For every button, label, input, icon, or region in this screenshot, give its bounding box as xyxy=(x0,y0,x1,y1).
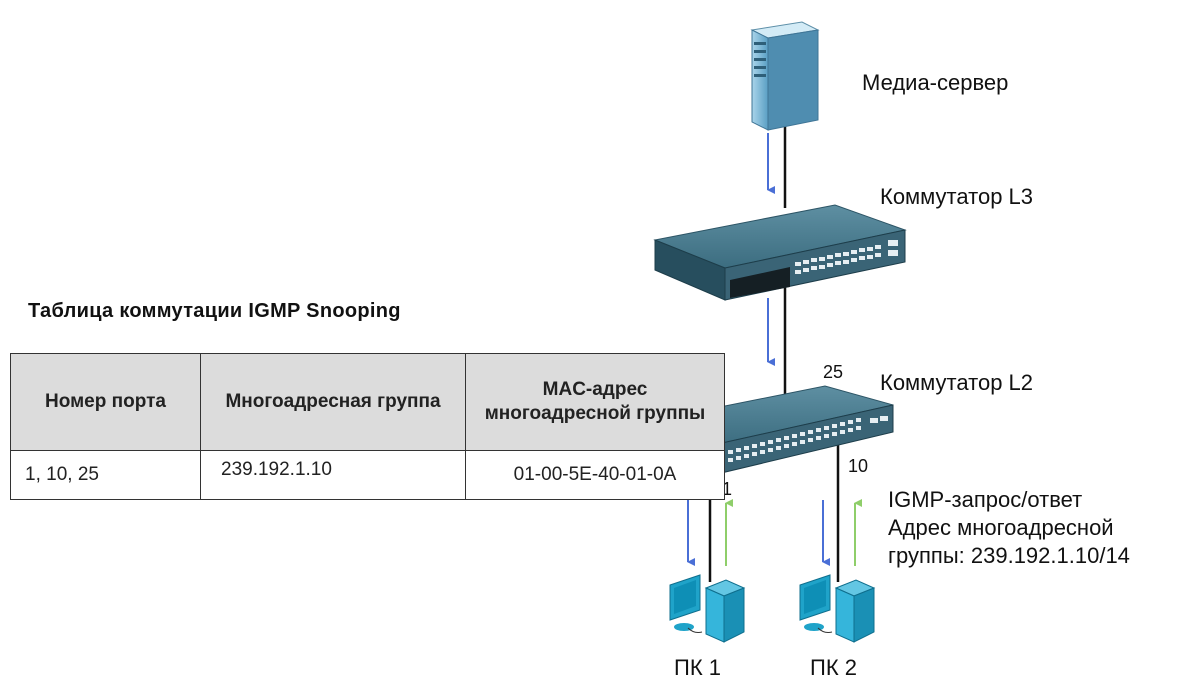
igmp-snooping-table: Номер порта Многоадресная группа MAC-адр… xyxy=(10,353,725,500)
switch-l3-label: Коммутатор L3 xyxy=(880,184,1034,209)
cell-group: 239.192.1.10 xyxy=(200,450,466,500)
cell-mac: 01-00-5E-40-01-0A xyxy=(465,450,725,500)
pc1-label: ПК 1 xyxy=(674,655,721,680)
pc2-label: ПК 2 xyxy=(810,655,857,680)
pc2-icon xyxy=(799,574,876,643)
table-title: Таблица коммутации IGMP Snooping xyxy=(28,300,401,322)
table-row: 1, 10, 25 239.192.1.10 01-00-5E-40-01-0A xyxy=(10,450,725,500)
port-1-label: 1 xyxy=(722,479,733,499)
switch-l2-label: Коммутатор L2 xyxy=(880,370,1034,395)
media-server-label: Медиа-сервер xyxy=(862,70,1009,95)
table-header-row: Номер порта Многоадресная группа MAC-адр… xyxy=(10,353,725,451)
port-25-label: 25 xyxy=(823,362,844,382)
igmp-note-line2: Адрес многоадресной xyxy=(888,515,1114,540)
igmp-note-line1: IGMP-запрос/ответ xyxy=(888,487,1083,512)
column-header-group: Многоадресная группа xyxy=(200,353,466,451)
cell-ports: 1, 10, 25 xyxy=(10,450,201,500)
pc1-icon xyxy=(669,574,746,643)
column-header-port: Номер порта xyxy=(10,353,201,451)
column-header-mac: MAC-адрес многоадресной группы xyxy=(465,353,725,451)
port-10-label: 10 xyxy=(848,456,869,476)
igmp-note-line3: группы: 239.192.1.10/14 xyxy=(888,543,1130,568)
switch-l3-icon xyxy=(653,204,907,301)
server-icon xyxy=(750,21,820,131)
